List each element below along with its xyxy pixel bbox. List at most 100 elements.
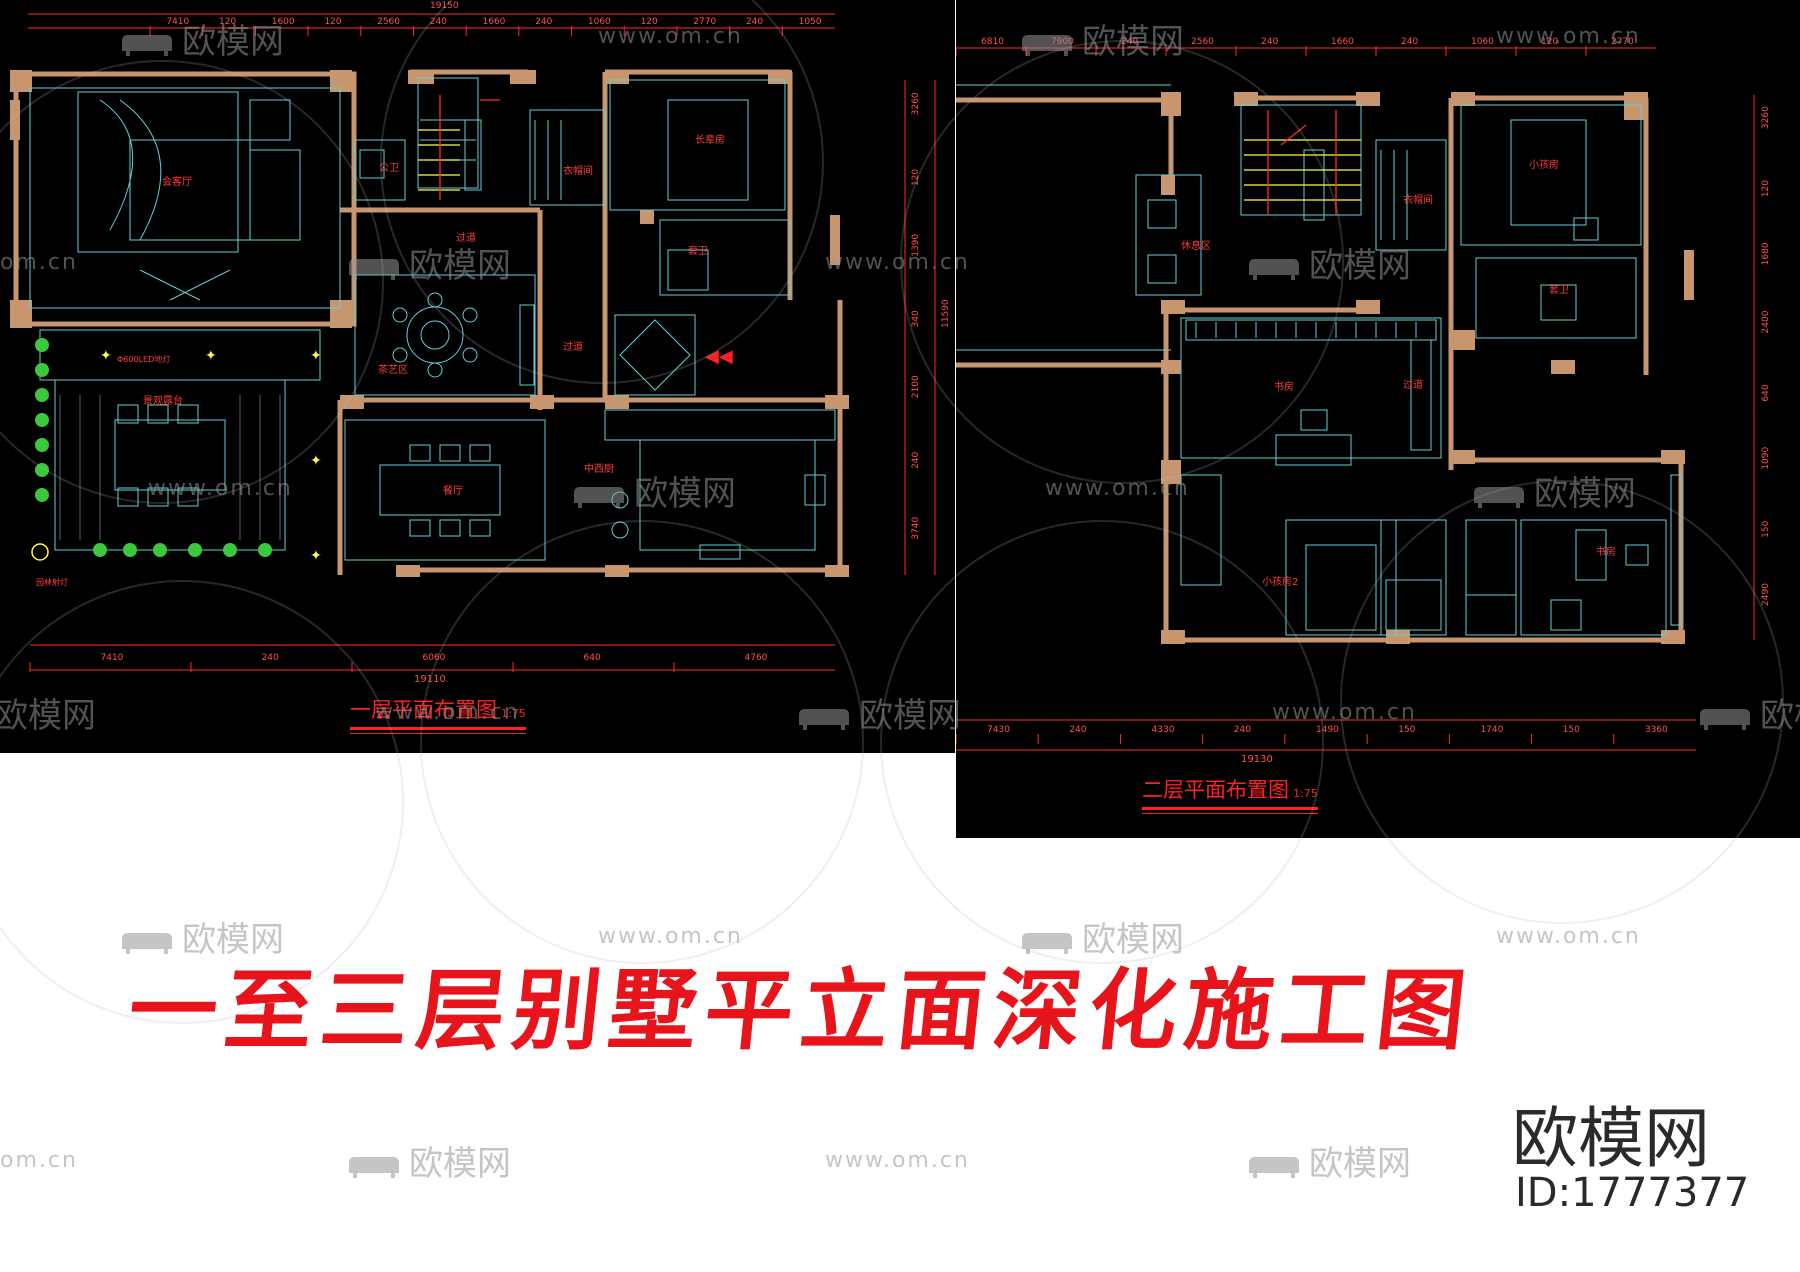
dimension-label: 240 [262,653,279,663]
f2-details [956,84,1682,636]
dimension-label: 3260 [1761,106,1771,129]
f1-bottom-total-label: 19110 [414,674,446,685]
watermark-brand: 欧模网 [345,1136,511,1185]
dimension-label: 6060 [423,653,446,663]
f1-entry-arrow-icon: ◀◀ [705,346,733,367]
banner-title: 一至三层别墅平立面深化施工图 [123,959,1479,1062]
dimension-label: 120 [911,169,921,186]
first-floor-title-text: 一层平面布置图 [350,698,497,722]
watermark-brand: 欧模网 [1245,1136,1411,1185]
dimension-label: 2770 [1611,37,1634,47]
f2-label-passage: 过道 [1403,378,1423,391]
watermark-url-partial: om.cn [0,1148,78,1173]
brand-name: 欧模网 [1512,1100,1710,1177]
dimension-label: 4330 [1152,725,1175,735]
dimension-label: 2400 [1761,310,1771,333]
f2-bottom-total-label: 19130 [1241,754,1273,765]
dimension-label: 1060 [1471,37,1494,47]
dimension-label: 7410 [166,17,189,27]
dimension-label: 7430 [987,725,1010,735]
dimension-label: 1390 [911,234,921,257]
dimension-label: 240 [535,17,552,27]
f1-label-kitchen: 中西厨 [584,462,614,475]
f1-hatch [59,395,281,540]
dimension-label: 2490 [1761,583,1771,606]
f2-label-child-room-2: 小孩房2 [1262,575,1298,588]
f1-walls [13,69,843,575]
dimension-label: 1680 [1761,242,1771,265]
dimension-label: 120 [641,17,658,27]
dimension-label: 1090 [1761,447,1771,470]
watermark-url: www.om.cn [825,1148,970,1173]
dimension-label: 150 [1398,725,1415,735]
f1-label-passage-upper: 过道 [456,231,476,244]
f2-label-child-room: 小孩房 [1529,158,1559,171]
dimension-label: 2560 [377,17,400,27]
dimension-label: 150 [1563,725,1580,735]
dimension-label: 240 [430,17,447,27]
first-floor-plan-drawing: 19150 7410 120 1600 120 2560 240 1660 240 1060 12… [10,1,951,685]
dimension-label: 640 [1761,384,1771,401]
f2-label-lounge: 休息区 [1181,239,1211,252]
f2-stair-arrows [1267,110,1337,215]
f1-label-en-suite: 套卫 [688,244,708,257]
f1-lamps: ✦✦✦ ✦✦ [100,348,322,564]
dimension-label: 120 [324,17,341,27]
dimension-label: 240 [1261,37,1278,47]
first-floor-plan-panel: 19150 7410 120 1600 120 2560 240 1660 240 1060 12… [0,0,955,753]
svg-text:✦: ✦ [310,548,322,564]
dimension-label: 340 [911,310,921,327]
f1-garden-light-icon [31,543,49,561]
f2-label-wardrobe: 衣帽间 [1403,193,1433,206]
dimension-label: 3360 [1645,725,1668,735]
dimension-label: 240 [1401,37,1418,47]
dimension-label: 1060 [588,17,611,27]
dimension-label: 2100 [911,375,921,398]
f1-label-landscape-deck: 景观露台 [143,394,183,407]
f2-label-study: 书房 [1274,380,1294,393]
f1-right-total-label: 11590 [941,299,951,328]
dimension-label: 120 [1541,37,1558,47]
dimension-label: 1740 [1480,725,1503,735]
second-floor-scale: 1:75 [1293,787,1318,800]
second-floor-plan-title: 二层平面布置图 1:75 [1142,774,1318,814]
f1-room-labels: 会客厅 公卫 衣帽间 长辈房 套卫 过道 茶艺区 过道 景观露台 Φ600LED… [36,133,725,587]
f1-label-public-wc: 公卫 [379,163,399,174]
dimension-label: 2560 [1191,37,1214,47]
dimension-label: 1490 [1316,725,1339,735]
dimension-label: 240 [1069,725,1086,735]
dimension-label: 640 [584,653,601,663]
f2-stairs [1244,139,1361,201]
f2-room-labels: 休息区 衣帽间 小孩房 套卫 书房 过道 小孩房2 书房 [1181,158,1616,588]
dimension-label: 1660 [483,17,506,27]
f1-details [29,77,836,561]
f2-label-en-suite: 套卫 [1549,283,1569,296]
f1-plants [35,338,272,557]
dimension-label: 7900 [1051,37,1074,47]
f2-label-study-2: 书房 [1596,545,1616,558]
brand-id: ID:1777377 [1515,1170,1750,1216]
second-floor-title-text: 二层平面布置图 [1142,778,1289,802]
f2-wall-blocks [1161,92,1694,644]
dimension-label: 150 [1761,520,1771,537]
sofa-icon [1249,1156,1299,1178]
dimension-label: 1600 [272,17,295,27]
dimension-label: 120 [1761,180,1771,197]
dimension-label: 240 [746,17,763,27]
dimension-label: 1660 [1331,37,1354,47]
f1-label-guest-living: 会客厅 [162,175,192,188]
f1-top-total-label: 19150 [430,1,459,11]
f1-label-garden-light: 园林射灯 [36,577,68,587]
svg-text:✦: ✦ [310,453,322,469]
dimension-label: 7410 [101,653,124,663]
dimension-label: 240 [911,451,921,468]
f1-label-wardrobe: 衣帽间 [563,164,593,177]
